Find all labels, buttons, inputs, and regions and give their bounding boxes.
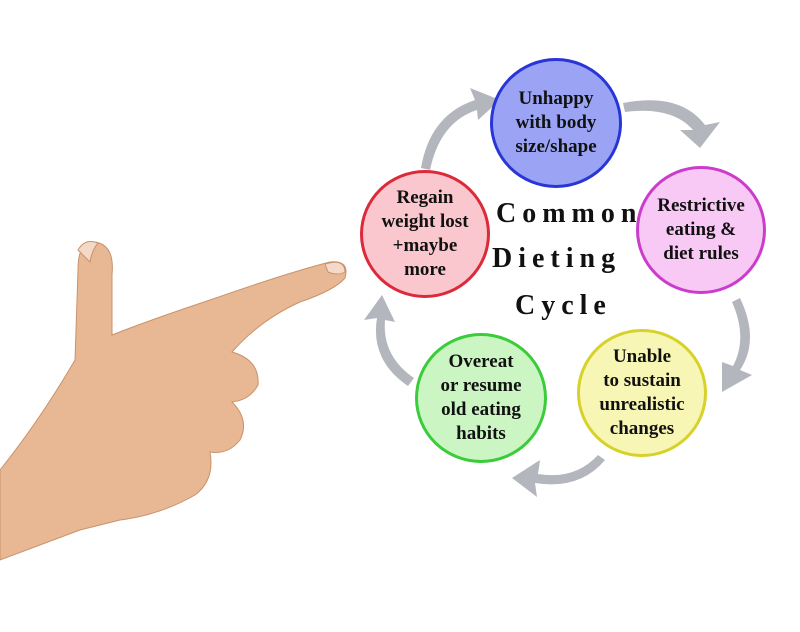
cycle-step-restrictive: Restrictive eating & diet rules	[636, 166, 766, 294]
cycle-step-regain: Regain weight lost +maybe more	[360, 170, 490, 298]
cycle-step-unhappy: Unhappy with body size/shape	[490, 58, 622, 188]
pointing-hand-image	[0, 241, 347, 561]
diagram-title-line-3: Cycle	[515, 290, 612, 321]
cycle-step-unable: Unable to sustain unrealistic changes	[577, 329, 707, 457]
diagram-title-line-2: Dieting	[492, 243, 622, 274]
arrow-icon	[623, 100, 720, 148]
diagram-title-line-1: Common	[496, 198, 643, 229]
cycle-step-overeat: Overeat or resume old eating habits	[415, 333, 547, 463]
arrow-icon	[421, 88, 500, 170]
arrow-icon	[364, 295, 414, 386]
arrow-icon	[512, 455, 605, 497]
arrow-icon	[722, 298, 752, 392]
